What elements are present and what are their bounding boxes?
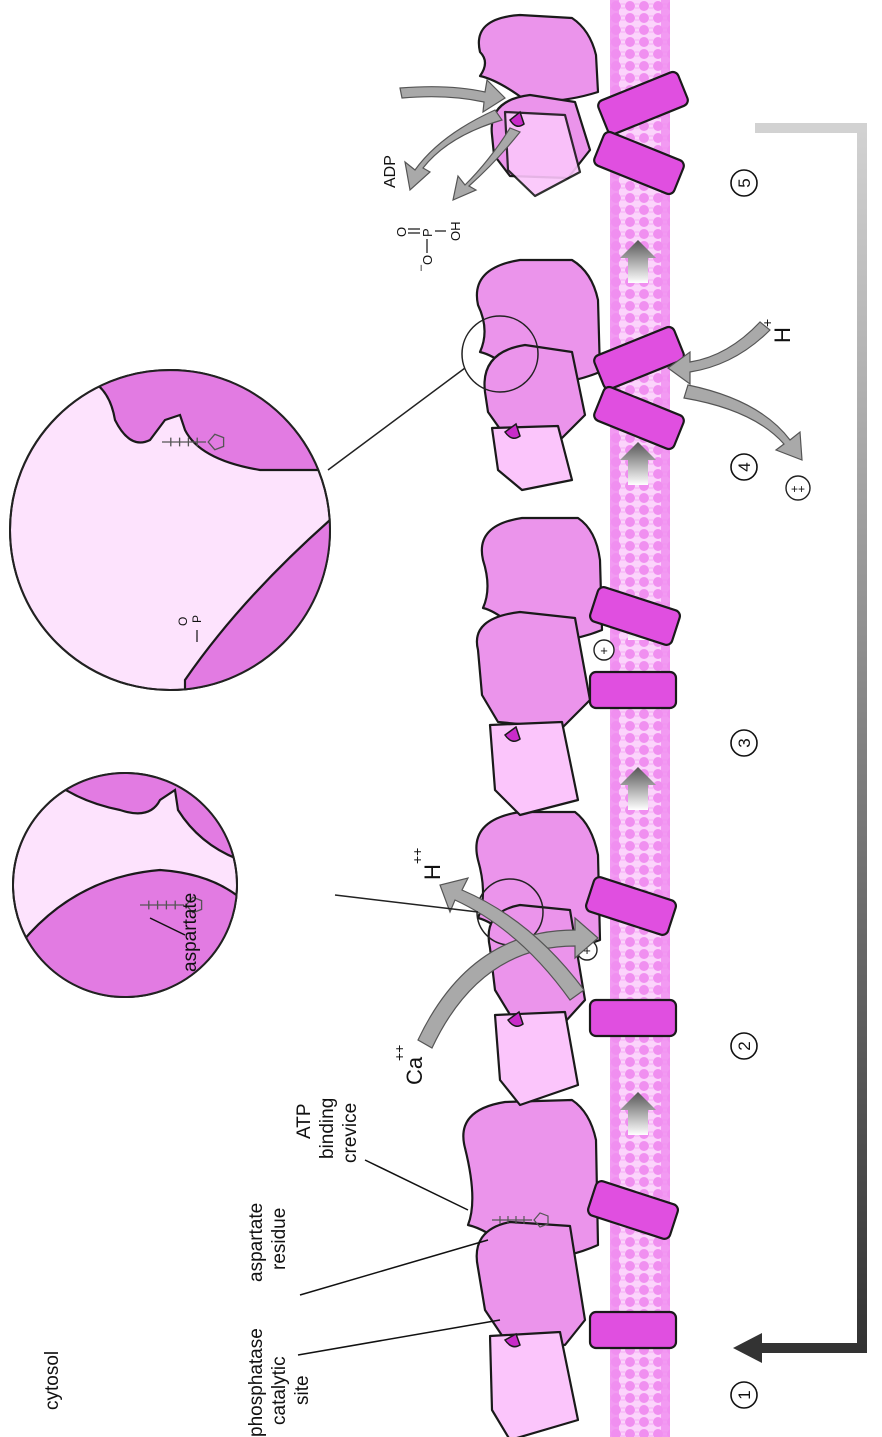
cation-icon: ++: [786, 476, 810, 500]
zoom-inset-aspartate: [0, 760, 478, 1020]
label-h-in-charge: +: [759, 319, 775, 327]
svg-text:+: +: [600, 643, 608, 658]
label-ca-charge: ++: [391, 1045, 407, 1061]
svg-text:1: 1: [735, 1390, 754, 1399]
phosphorylation-domain: [477, 1222, 585, 1345]
label-line: binding: [317, 1098, 338, 1159]
label-line: crevice: [340, 1103, 361, 1163]
svg-text:–: –: [415, 264, 427, 271]
svg-text:H: H: [420, 864, 445, 880]
step-number-2: 2: [731, 1033, 757, 1059]
svg-text:+: +: [759, 319, 775, 327]
svg-text:++: ++: [791, 482, 805, 496]
svg-text:3: 3: [735, 738, 754, 747]
svg-text:O: O: [420, 255, 435, 265]
svg-text:aspartate: aspartate: [180, 893, 201, 972]
svg-text:4: 4: [735, 462, 754, 471]
label-aspartate-residue: aspartate residue: [246, 1203, 290, 1282]
svg-text:cytosol: cytosol: [42, 1351, 63, 1410]
label-line: ATP: [294, 1103, 315, 1139]
svg-text:O: O: [394, 227, 409, 237]
label-atp-binding-crevice: ATP binding crevice: [294, 1098, 361, 1163]
step-number-5: 5: [731, 170, 757, 196]
svg-text:2: 2: [735, 1041, 754, 1050]
svg-text:ADP: ADP: [382, 155, 399, 188]
label-adp: ADP: [382, 155, 399, 188]
svg-text:++: ++: [391, 1045, 407, 1061]
svg-text:OH: OH: [448, 222, 463, 242]
svg-text:++: ++: [409, 848, 425, 864]
label-h-out: H: [420, 864, 445, 880]
cation-exit-arrow: [684, 385, 802, 460]
label-line: aspartate: [246, 1203, 267, 1282]
label-line: site: [292, 1375, 313, 1405]
step-number-1: 1: [731, 1382, 757, 1408]
label-line: residue: [269, 1208, 290, 1270]
label-line: phosphatase: [246, 1328, 267, 1437]
atp-entry-arrow: [400, 80, 505, 112]
zoom-inset-phosphorylation: O P: [10, 368, 465, 700]
svg-text:P: P: [190, 615, 204, 623]
label-aspartate: aspartate: [180, 893, 201, 972]
label-h-in: H: [770, 327, 795, 343]
actuator-domain: [490, 1332, 578, 1437]
adp-exit-arrow: [405, 110, 502, 190]
svg-text:H: H: [770, 327, 795, 343]
step-number-3: 3: [731, 730, 757, 756]
step-number-4: 4: [731, 454, 757, 480]
label-phosphatase-catalytic-site: phosphatase catalytic site: [246, 1328, 313, 1437]
phosphate-icon: O – P O OH: [394, 222, 463, 272]
label-h-out-charge: ++: [409, 848, 425, 864]
svg-text:5: 5: [735, 178, 754, 187]
transmembrane-helix-b: [590, 1312, 676, 1348]
label-line: catalytic: [269, 1356, 290, 1425]
svg-text:O: O: [176, 617, 190, 626]
label-cytosol: cytosol: [42, 1351, 63, 1410]
svg-text:P: P: [420, 228, 435, 237]
